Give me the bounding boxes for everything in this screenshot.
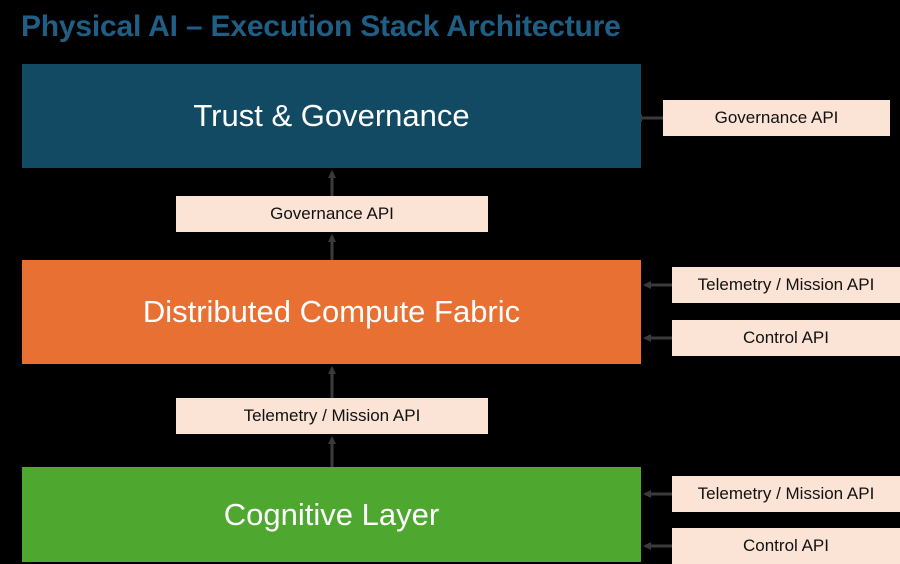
trust-governance-label: Trust & Governance [193, 98, 470, 133]
side-api-label: Telemetry / Mission API [697, 484, 875, 503]
trust-governance-layer: Trust & Governance [22, 64, 641, 168]
side-api-compute-telemetry: Telemetry / Mission API [672, 267, 900, 303]
diagram-title: Physical AI – Execution Stack Architectu… [21, 10, 621, 43]
side-api-cognitive-telemetry: Telemetry / Mission API [672, 476, 900, 512]
side-api-label: Control API [743, 536, 829, 555]
cognitive-layer: Cognitive Layer [22, 467, 641, 562]
governance-api-interface-label: Governance API [270, 204, 394, 223]
governance-api-interface: Governance API [176, 196, 488, 232]
distributed-compute-fabric-layer: Distributed Compute Fabric [22, 260, 641, 364]
side-api-label: Control API [743, 328, 829, 347]
side-api-label: Governance API [714, 108, 839, 127]
side-api-cognitive-control: Control API [672, 528, 900, 564]
side-api-compute-control: Control API [672, 320, 900, 356]
cognitive-layer-label: Cognitive Layer [223, 496, 440, 532]
distributed-compute-fabric-label: Distributed Compute Fabric [142, 294, 521, 329]
side-api-label: Telemetry / Mission API [697, 275, 875, 294]
telemetry-mission-api-interface-label: Telemetry / Mission API [243, 406, 421, 425]
side-api-trust-governance: Governance API [663, 100, 890, 136]
telemetry-mission-api-interface: Telemetry / Mission API [176, 398, 488, 434]
